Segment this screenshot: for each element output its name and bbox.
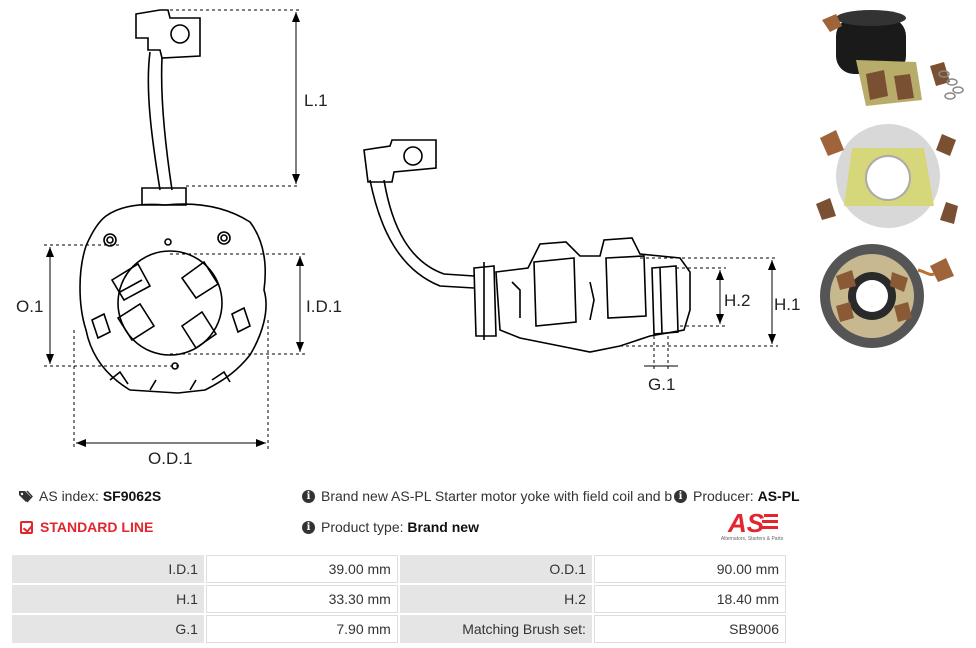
spec-label: G.1 — [12, 615, 204, 643]
logo-mark: AS — [727, 508, 778, 538]
logo-text: AS — [727, 510, 765, 536]
side-brush — [651, 265, 679, 335]
spec-label: H.2 — [399, 585, 592, 613]
lead-wire-left — [147, 51, 173, 191]
logo-subtitle: Alternators, Starters & Parts — [720, 536, 784, 542]
label-l1: L.1 — [304, 91, 328, 110]
holder-outline-left — [79, 203, 267, 394]
label-id1: I.D.1 — [306, 297, 342, 316]
spec-label: H.1 — [12, 585, 204, 613]
table-row: G.1 7.90 mm Matching Brush set: SB9006 — [12, 615, 786, 643]
terminal-hole-left — [170, 24, 190, 44]
as-index-row: AS index: SF9062S — [18, 488, 161, 504]
product-type-label: Product type: — [321, 519, 404, 535]
brush-box-4 — [180, 310, 218, 350]
product-type-value: Brand new — [407, 519, 479, 535]
checkbox-icon — [20, 520, 33, 534]
lead-clamp-left — [141, 187, 187, 206]
label-h2: H.2 — [724, 291, 750, 310]
side-tabs — [91, 306, 251, 340]
thumbnail-top-image — [816, 124, 958, 228]
label-g1: G.1 — [648, 375, 675, 394]
thumbnail-assembled[interactable] — [806, 4, 970, 116]
label-od1: O.D.1 — [148, 449, 192, 468]
as-pl-logo: AS Alternators, Starters & Parts — [712, 508, 792, 544]
brush-box-2 — [180, 260, 220, 300]
matching-brush-set-value[interactable]: SB9006 — [593, 615, 786, 643]
standard-line-row: STANDARD LINE — [20, 519, 153, 535]
info-icon: i — [302, 520, 315, 534]
spec-value: 18.40 mm — [593, 585, 786, 613]
as-index-label: AS index: — [39, 488, 99, 504]
as-index-value: SF9062S — [102, 488, 162, 504]
table-row: H.1 33.30 mm H.2 18.40 mm — [12, 585, 786, 613]
producer-label: Producer: — [693, 488, 754, 504]
terminal-hole-right — [403, 146, 423, 166]
mount-hole-2-inner — [220, 234, 228, 242]
side-brush-box-2 — [605, 255, 647, 319]
description-row: i Brand new AS-PL Starter motor yoke wit… — [302, 488, 699, 504]
standard-line-label: STANDARD LINE — [40, 519, 154, 535]
spec-value: 39.00 mm — [205, 555, 398, 583]
thumbnail-bottom[interactable] — [806, 240, 970, 352]
table-row: I.D.1 39.00 mm O.D.1 90.00 mm — [12, 555, 786, 583]
drawing-svg: L.1 O.1 I.D.1 O.D.1 — [16, 9, 800, 468]
mount-hole-1 — [103, 233, 117, 247]
producer-row: i Producer: AS-PL — [672, 488, 800, 504]
spec-label: Matching Brush set: — [399, 615, 592, 643]
inner-bore — [117, 250, 223, 356]
product-thumbnails — [800, 0, 976, 360]
spec-value: 7.90 mm — [205, 615, 398, 643]
producer-value: AS-PL — [757, 488, 800, 504]
brush-box-1 — [110, 262, 152, 302]
lead-wire-right — [369, 179, 475, 289]
terminal-left — [135, 9, 201, 59]
product-description: Brand new AS-PL Starter motor yoke with … — [321, 488, 700, 504]
spec-value: 90.00 mm — [593, 555, 786, 583]
spec-label: I.D.1 — [12, 555, 204, 583]
side-flange — [473, 262, 497, 340]
tags-icon — [19, 490, 33, 502]
mount-hole-1-inner — [106, 236, 114, 244]
technical-drawing: L.1 O.1 I.D.1 O.D.1 — [16, 9, 800, 468]
spec-label: O.D.1 — [399, 555, 592, 583]
center-hole-top — [164, 238, 172, 246]
info-icon: i — [302, 489, 315, 503]
spec-table: I.D.1 39.00 mm O.D.1 90.00 mm H.1 33.30 … — [10, 553, 788, 645]
label-o1: O.1 — [16, 297, 43, 316]
thumbnail-top[interactable] — [806, 120, 970, 232]
label-h1: H.1 — [774, 295, 800, 314]
side-body — [495, 237, 691, 353]
thumbnail-assembled-image — [822, 10, 964, 106]
product-type-row: i Product type: Brand new — [302, 519, 479, 535]
side-details — [511, 281, 595, 321]
side-brush-box-1 — [533, 257, 577, 327]
terminal-right — [363, 139, 437, 183]
mount-hole-2 — [217, 231, 231, 245]
spec-value: 33.30 mm — [205, 585, 398, 613]
bottom-tabs — [109, 370, 231, 391]
brush-box-3 — [116, 302, 156, 342]
info-icon: i — [674, 489, 687, 503]
thumbnail-bottom-image — [820, 244, 954, 348]
